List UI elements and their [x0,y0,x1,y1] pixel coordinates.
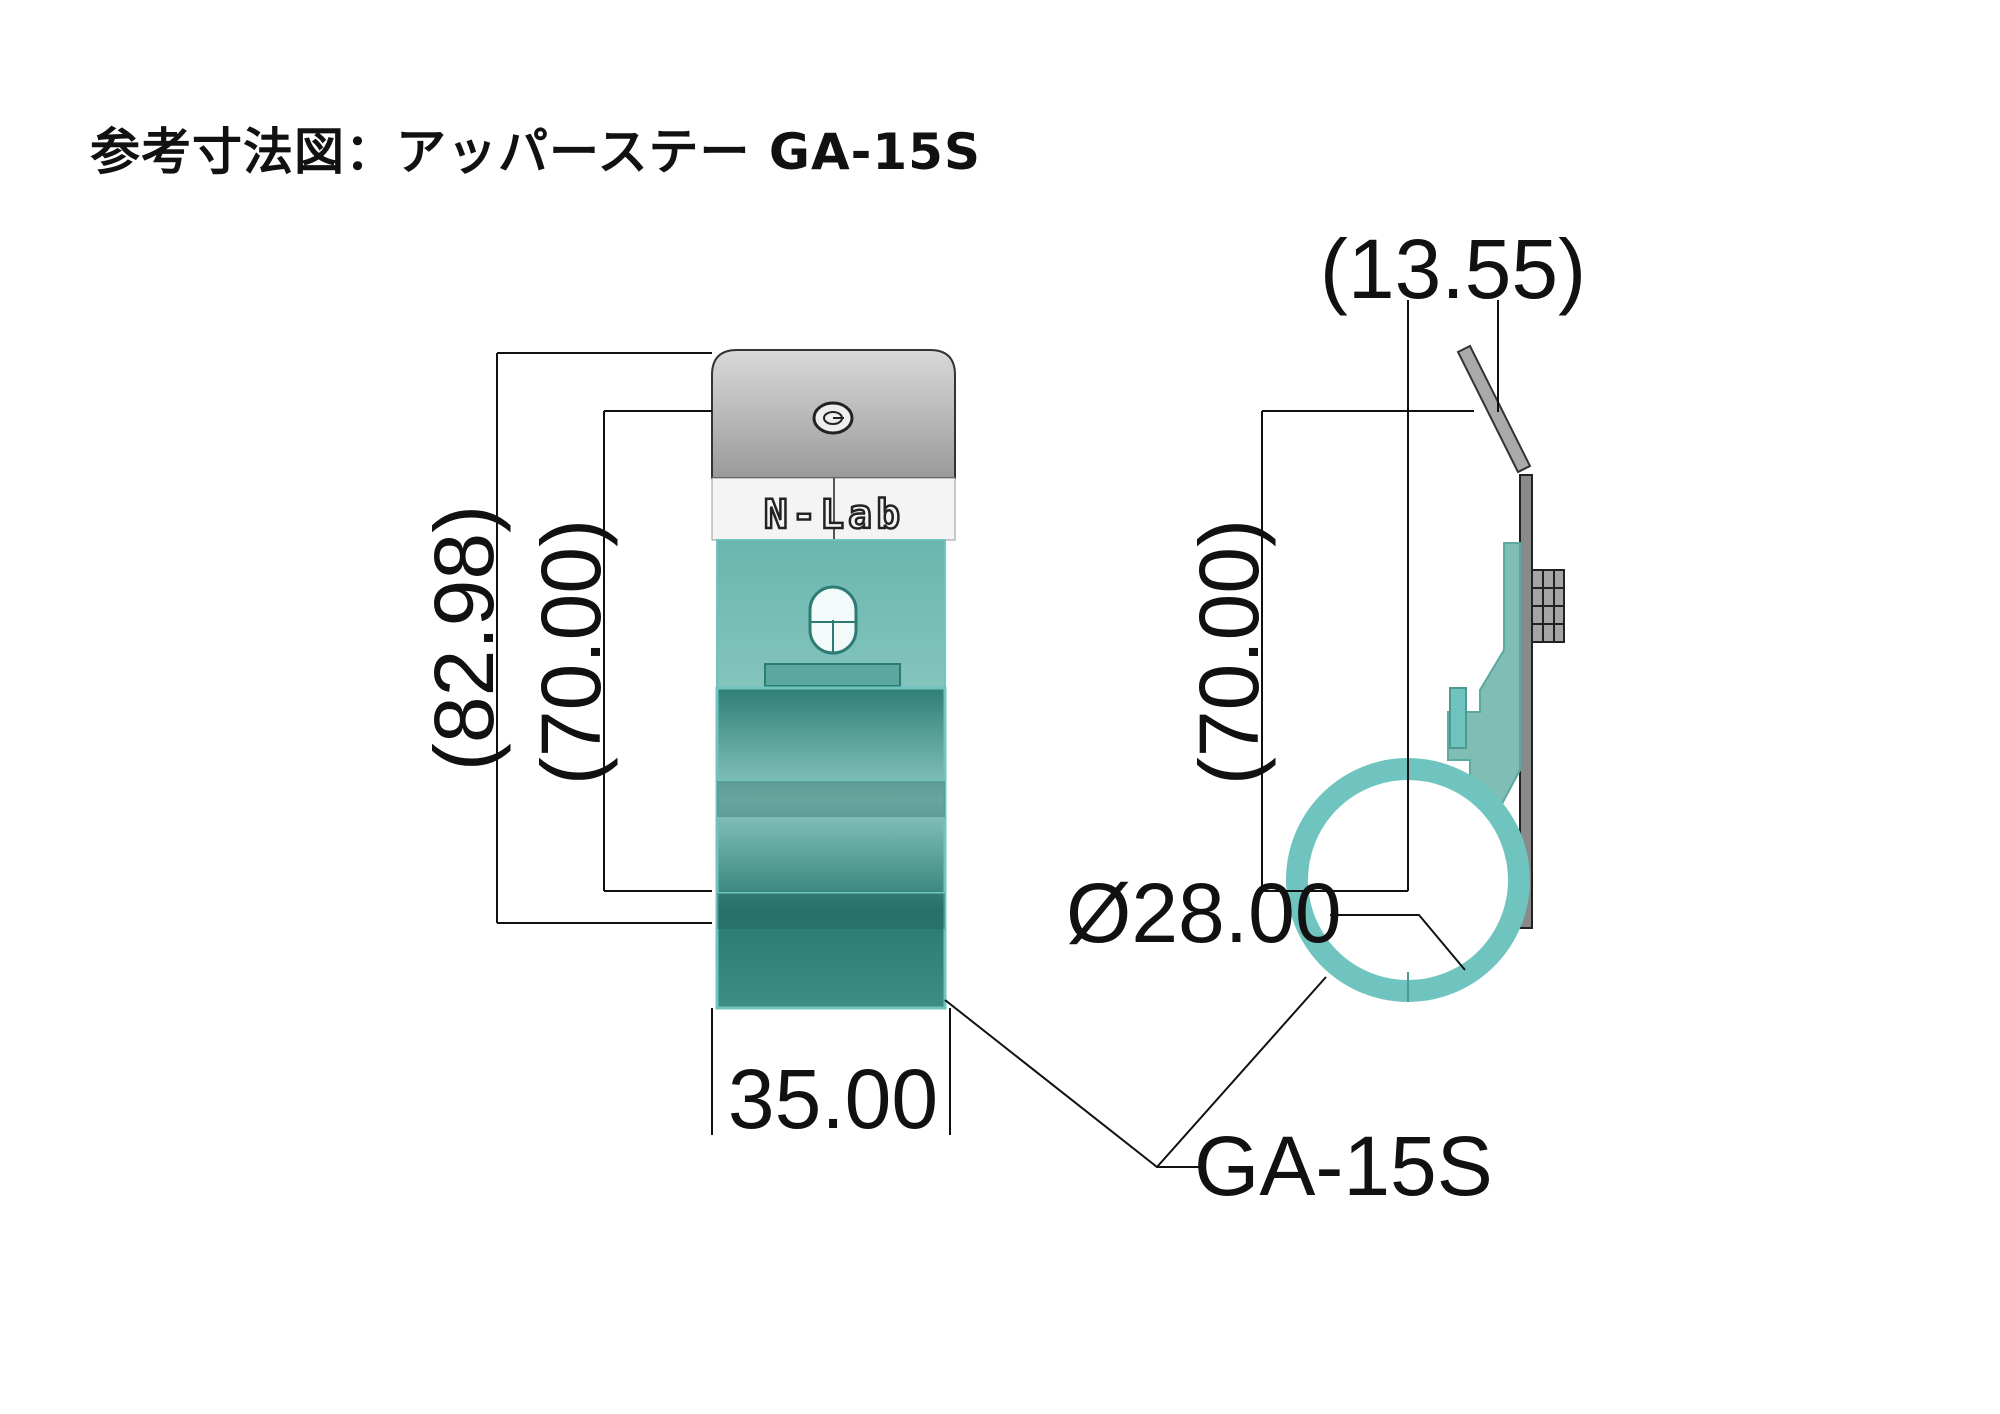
part-leader [944,976,1327,1168]
part-label: GA-15S [1194,1119,1493,1213]
front-tab [764,663,901,687]
drawing-title: 参考寸法図：アッパーステー GA-15S [90,123,981,181]
dim-side-height: (70.00) [1182,519,1276,785]
dim-side-offset: (13.55) [1320,222,1586,316]
side-dimensions [1261,300,1499,971]
dim-clamp-diameter: Ø28.00 [1066,866,1342,960]
dim-front-height-total: (82.98) [417,505,511,771]
front-dimensions [496,352,951,1135]
side-top-plate [1456,344,1532,474]
slot-icon [808,585,858,655]
knob-icon [1531,569,1565,643]
side-lip [1449,687,1467,749]
dim-front-width: 35.00 [728,1052,938,1146]
logo-text: N-Lab [764,492,904,538]
bolt-icon [812,401,854,435]
front-clamp [715,686,947,1010]
front-view: N-Lab [711,349,956,1010]
dim-front-height-inner: (70.00) [524,519,618,785]
